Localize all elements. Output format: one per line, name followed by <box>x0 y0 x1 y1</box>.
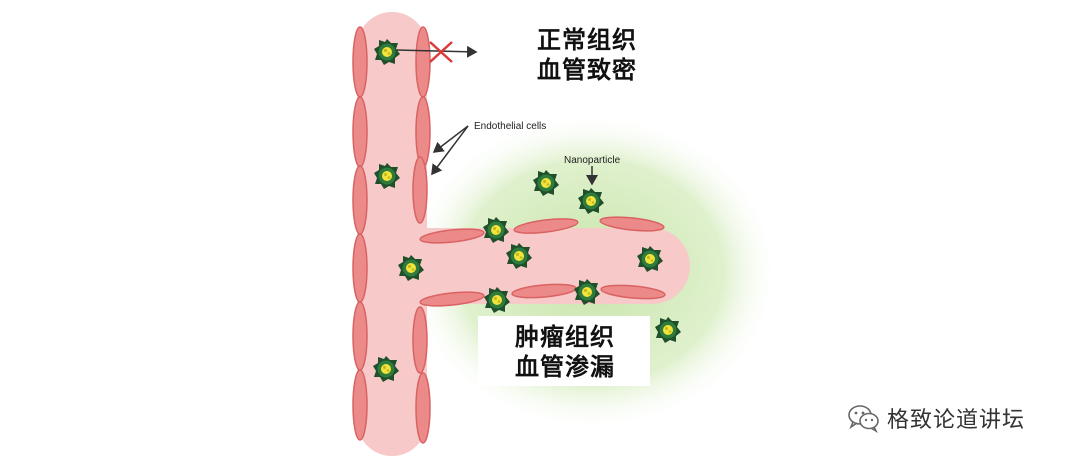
tumor-tissue-line2: 血管渗漏 <box>515 353 615 381</box>
endothelial-cells-left <box>352 26 368 441</box>
endothelial-cells-label: Endothelial cells <box>474 121 546 132</box>
watermark: 格致论道讲坛 <box>847 401 1025 435</box>
tumor-tissue-line1: 肿瘤组织 <box>515 323 615 351</box>
normal-tissue-title: 正常组织 血管致密 <box>537 25 637 85</box>
normal-tissue-line2: 血管致密 <box>537 56 637 84</box>
endothelial-pointer-arrows <box>431 125 469 176</box>
endothelial-cells-branch <box>419 216 666 307</box>
blood-vessel <box>357 12 690 456</box>
normal-tissue-line1: 正常组织 <box>537 26 637 54</box>
nanoparticle-label: Nanoparticle <box>564 155 621 166</box>
endothelial-cells-right <box>412 26 431 444</box>
watermark-text: 格致论道讲坛 <box>887 408 1026 433</box>
tumor-tissue-title: 肿瘤组织 血管渗漏 <box>515 322 615 382</box>
tumor-label-box <box>478 316 650 386</box>
wechat-icon <box>848 405 879 433</box>
blocked-arrow <box>395 41 478 63</box>
